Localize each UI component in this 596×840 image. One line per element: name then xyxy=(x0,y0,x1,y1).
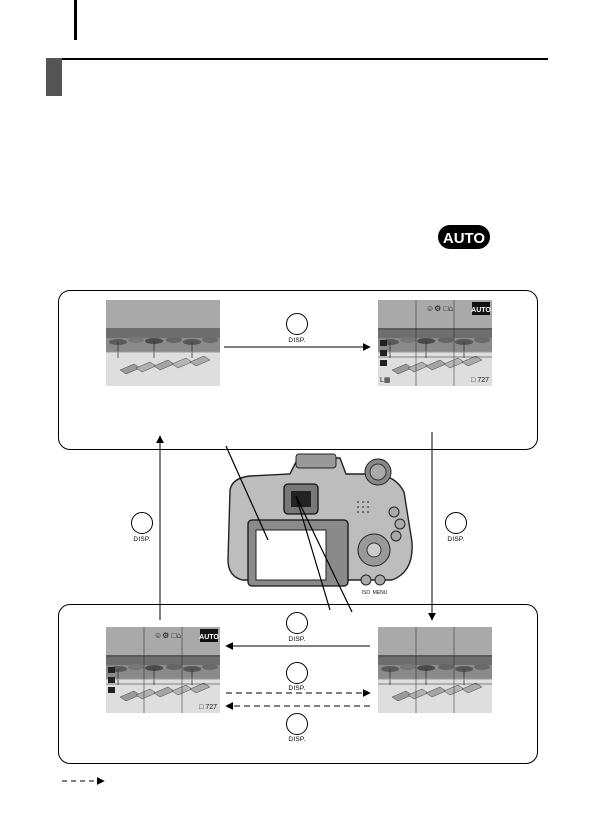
section-tab-marker xyxy=(46,58,62,96)
disp-button-icon xyxy=(445,512,467,534)
overlay-top-icons: ☺⚙ □⌂ xyxy=(426,304,453,313)
disp-label: DISP. xyxy=(288,685,306,692)
disp-label: DISP. xyxy=(288,337,306,344)
lcd-image-info-grid: ☺⚙ □⌂ AUTO □ 727 xyxy=(106,627,220,713)
iso-button-label: ISO xyxy=(362,590,371,596)
margin-bar xyxy=(74,0,77,40)
auto-mode-label: AUTO xyxy=(443,230,486,247)
lcd-image-no-info xyxy=(106,300,220,386)
disp-button-icon xyxy=(286,612,308,634)
lcd-image-grid-only xyxy=(378,627,492,713)
menu-button-label: MENU xyxy=(373,590,388,596)
disp-label: DISP. xyxy=(288,736,306,743)
overlay-top-icons: ☺⚙ □⌂ xyxy=(154,631,181,640)
overlay-shots-remaining: □ 727 xyxy=(199,704,217,711)
disp-label: DISP. xyxy=(288,636,306,643)
disp-button-icon xyxy=(131,512,153,534)
camera-rear-illustration: ISO MENU xyxy=(227,453,413,596)
overlay-bottom-left: L▦ xyxy=(380,377,391,384)
lcd-image-detailed-info: ☺⚙ □⌂ AUTO L▦ □ 727 xyxy=(378,300,492,386)
overlay-mode: AUTO xyxy=(199,634,219,641)
disp-button-icon xyxy=(286,713,308,735)
disp-button-icon xyxy=(286,662,308,684)
auto-mode-icon: AUTO xyxy=(438,225,490,249)
disp-label: DISP. xyxy=(133,536,151,543)
disp-label: DISP. xyxy=(447,536,465,543)
disp-button-icon xyxy=(286,313,308,335)
section-rule xyxy=(52,58,548,60)
overlay-shots-remaining: □ 727 xyxy=(471,377,489,384)
overlay-mode: AUTO xyxy=(471,307,491,314)
